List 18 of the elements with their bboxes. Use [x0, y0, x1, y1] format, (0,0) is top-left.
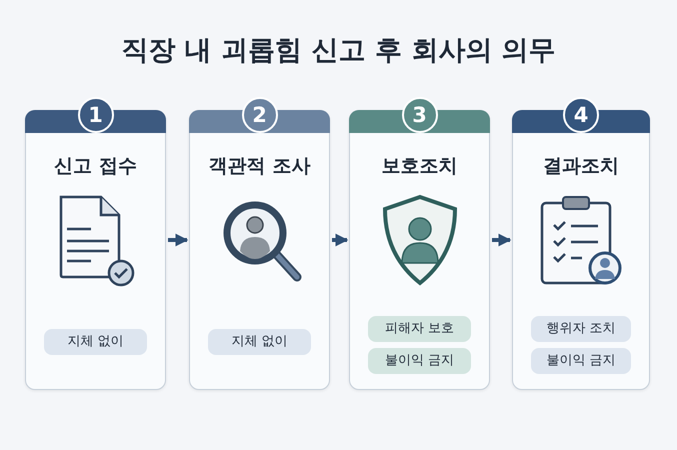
step-number: 2	[242, 97, 278, 133]
step-number: 4	[563, 97, 599, 133]
step-heading: 객관적 조사	[208, 154, 312, 179]
step-heading: 신고 접수	[53, 154, 138, 179]
tag-label: 지체 없이	[44, 329, 147, 355]
diagram-title: 직장 내 괴롭힘 신고 후 회사의 의무	[120, 34, 557, 68]
step-number: 1	[78, 97, 114, 133]
step-number: 3	[402, 97, 438, 133]
tag-label: 불이익 금지	[368, 348, 471, 374]
tag-label: 불이익 금지	[531, 348, 631, 374]
step-heading: 결과조치	[542, 154, 620, 179]
arrow	[168, 234, 188, 246]
arrow	[492, 234, 512, 246]
step-heading: 보호조치	[380, 154, 458, 179]
tag-label: 행위자 조치	[531, 316, 631, 342]
tag-label: 지체 없이	[208, 329, 311, 355]
tag-label: 피해자 보호	[368, 316, 471, 342]
arrow	[332, 234, 348, 246]
